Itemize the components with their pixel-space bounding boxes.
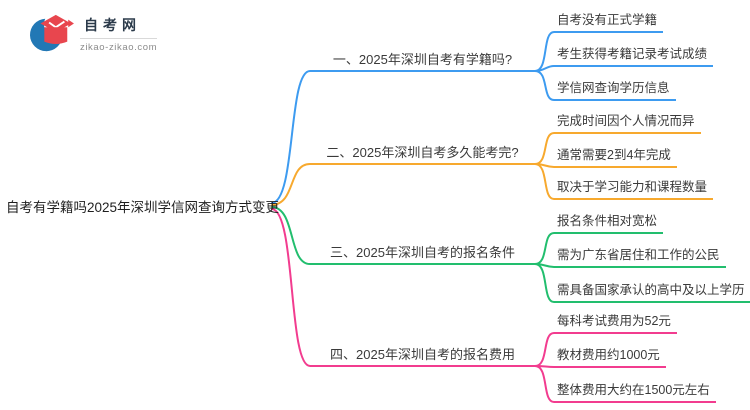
site-logo[interactable]: 自考网 zikao-zikao.com: [28, 12, 158, 56]
branch-4-label[interactable]: 四、2025年深圳自考的报名费用: [310, 345, 535, 367]
branch-1-label[interactable]: 一、2025年深圳自考有学籍吗?: [310, 50, 535, 72]
branch-4-item-3[interactable]: 整体费用大约在1500元左右: [554, 381, 716, 403]
branch-2-item-2[interactable]: 通常需要2到4年完成: [554, 146, 677, 168]
graduation-cap-icon: [29, 14, 74, 52]
branch-2-item-3[interactable]: 取决于学习能力和课程数量: [554, 178, 714, 200]
connector-branch-2: [271, 132, 555, 206]
branch-1-item-3[interactable]: 学信网查询学历信息: [554, 79, 676, 101]
branch-4-item-1[interactable]: 每科考试费用为52元: [554, 312, 677, 334]
central-topic[interactable]: 自考有学籍吗2025年深圳学信网查询方式变更: [6, 200, 280, 215]
connector-branch-3: [271, 206, 555, 303]
branch-3-item-1[interactable]: 报名条件相对宽松: [554, 212, 664, 234]
logo-subtitle: zikao-zikao.com: [80, 42, 158, 53]
branch-4-item-2[interactable]: 教材费用约1000元: [554, 346, 666, 368]
branch-2-item-1[interactable]: 完成时间因个人情况而异: [554, 112, 701, 134]
branch-1-item-1[interactable]: 自考没有正式学籍: [554, 11, 664, 33]
branch-1-item-2[interactable]: 考生获得考籍记录考试成绩: [554, 45, 714, 67]
connector-branch-1: [271, 31, 555, 204]
branch-3-item-3[interactable]: 需具备国家承认的高中及以上学历: [554, 281, 750, 303]
logo-text-block: 自考网 zikao-zikao.com: [80, 15, 158, 53]
branch-3-label[interactable]: 三、2025年深圳自考的报名条件: [310, 243, 535, 265]
branch-2-label[interactable]: 二、2025年深圳自考多久能考完?: [310, 143, 535, 165]
connector-branch-4: [271, 208, 555, 403]
branch-3-item-2[interactable]: 需为广东省居住和工作的公民: [554, 246, 726, 268]
logo-title: 自考网: [80, 15, 158, 39]
